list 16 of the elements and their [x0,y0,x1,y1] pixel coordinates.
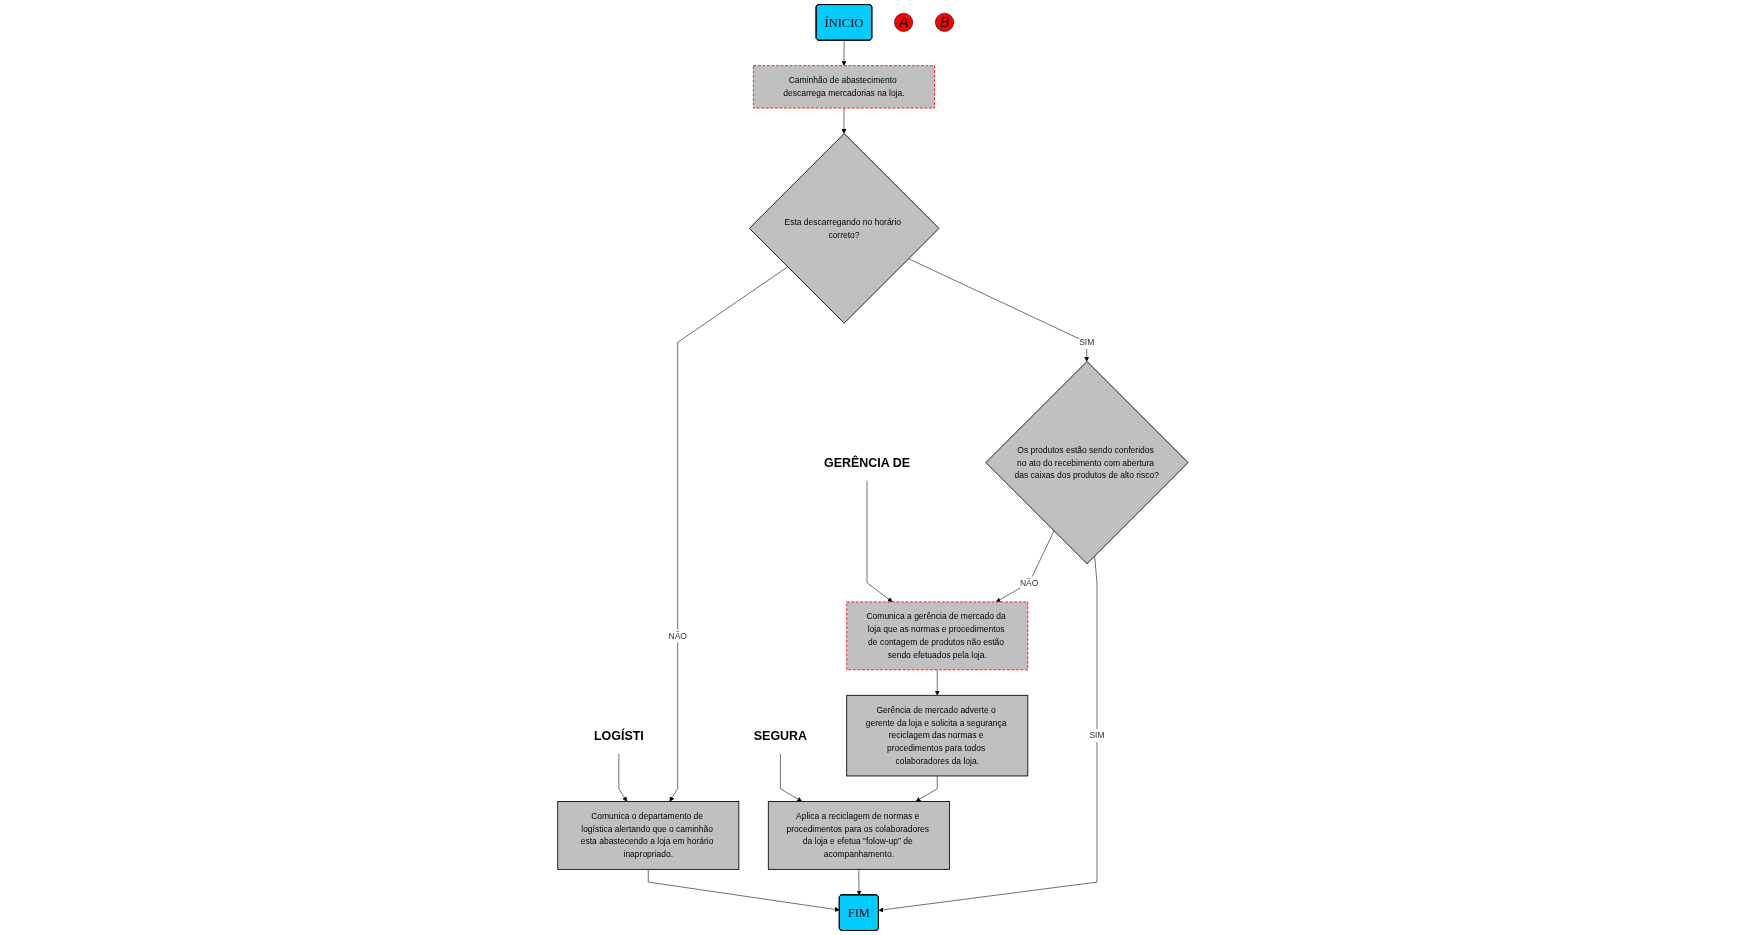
node-text: GERÊNCIA DE [824,455,911,470]
node-box: Comunica a gerência de mercado da loja que as normas e procedimentos de contagem de produtos não estão sendo efetuados pela loja. [846,601,1029,671]
node-diamond: Esta descarregando no horário correto? [749,133,940,324]
edge-label: NÃO [1020,577,1039,588]
node-diamond: Os produtos estão sendo conferidos no ato do recebimento com abertura das caixas dos produtos de alto risco? [985,360,1189,565]
edge-label: SIM [1079,337,1095,347]
edge-label: SIM [1089,730,1105,741]
node-box: Aplica a reciclagem de normas e procedimentos para os colaboradores da loja e efetua ”folow-up” de acompanhamento. [767,801,950,870]
node-circle: A [894,12,914,32]
node-text: LOGÍSTI [594,728,644,743]
node-circle: B [935,12,955,32]
node-text: SEGURA [753,728,808,743]
node-box: Caminhão de abastecimento descarrega mercadorias na loja. [753,65,935,109]
edge-label: NÃO [668,630,687,641]
node-box: Comunica o departamento de logística alertando que o caminhão esta abastecendo a loja em horário inapropriado. [557,801,740,870]
node-box: Gerência de mercado adverte o gerente da loja e solicita a segurança reciclagem das normas e procedimentos para todos colaboradores da loja. [846,694,1029,777]
